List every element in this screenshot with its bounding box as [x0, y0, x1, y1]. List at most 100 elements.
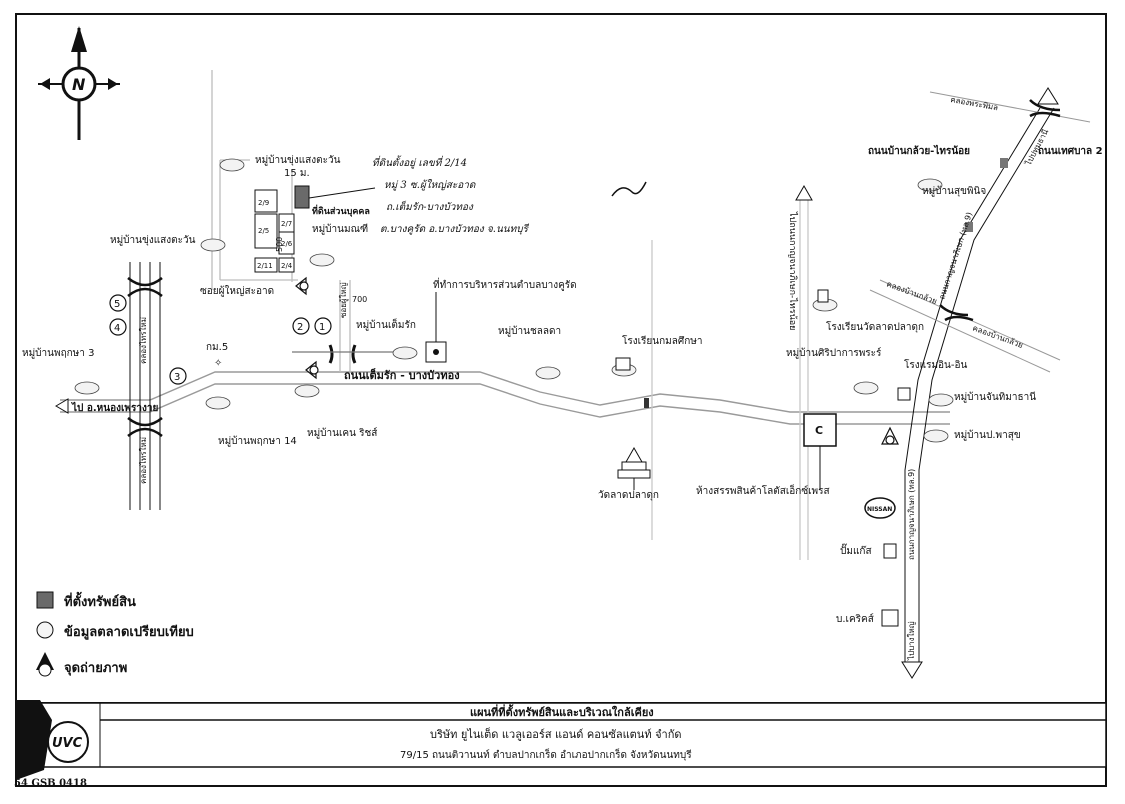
- marker-2: [292, 317, 310, 335]
- label-soi-vertical: ซอยผู้ใหญ่: [339, 282, 349, 318]
- plot-number: 2/4: [281, 262, 293, 270]
- marker-5: [109, 294, 127, 312]
- village-icon: [853, 381, 879, 395]
- company-name: บริษัท ยูไนเต็ด แวลูเออร์ส แอนด์ คอนซัลแ…: [430, 727, 682, 741]
- label-village: หมู่บ้านป.พาสุข: [954, 429, 1021, 441]
- handwriting-line: ถ.เต็มรัก-บางบัวทอง: [386, 200, 474, 213]
- label-company: บ.เคริคส์: [836, 613, 874, 625]
- marker-label: 1: [319, 322, 325, 333]
- handwriting-line: ที่ดินตั้งอยู่ เลขที่ 2/14: [372, 155, 467, 169]
- north-label: N: [72, 75, 86, 94]
- marker-label: 2: [297, 322, 303, 333]
- plot-number: 2/9: [258, 199, 269, 207]
- north-arrow-icon: N: [38, 26, 120, 140]
- label-distance: 700: [352, 295, 367, 304]
- building-icon: [965, 222, 973, 232]
- legend-label: ที่ตั้งทรัพย์สิน: [64, 591, 136, 610]
- label-village: หมู่บ้านศิริปาการพระร์: [786, 347, 882, 359]
- village-icon: [309, 253, 335, 267]
- map-title: แผนที่ที่ตั้งทรัพย์สินและบริเวณใกล้เคียง: [470, 704, 654, 719]
- hotel-icon: [897, 387, 911, 401]
- label-highway: ถนนกาญจนาภิเษก (ทล.9): [907, 469, 916, 560]
- label-village: หมู่บ้านขุ่งแสงตะวัน: [255, 154, 341, 166]
- signature-icon: [611, 181, 647, 197]
- label-village: หมู่บ้านพฤกษา 14: [218, 435, 297, 447]
- label-hotel: โรงแรมอิน-อิน: [904, 358, 967, 371]
- plot-number: 2/6: [281, 240, 293, 248]
- label-temple: วัดลาดปลาดุก: [598, 490, 659, 501]
- b-thaksin-icon: [881, 609, 899, 627]
- plot-number: 2/11: [257, 262, 273, 270]
- survey-markers: [109, 294, 332, 385]
- label-canal: คลองบ้านกล้วย: [885, 279, 938, 306]
- village-icon: [917, 178, 943, 192]
- label-village: หมู่บ้านเต็มรัก: [356, 317, 416, 331]
- label-distance: 500: [275, 237, 284, 252]
- village-icon: [294, 384, 320, 398]
- handwriting-line: หมู่ 3 ซ.ผู้ใหญ่สะอาด: [384, 179, 476, 191]
- village-icon: [200, 238, 226, 252]
- handwriting-line: ต.บางคูรัด อ.บางบัวทอง จ.นนทบุรี: [380, 223, 530, 235]
- legend-label: จุดถ่ายภาพ: [64, 661, 127, 676]
- property-location: [294, 185, 310, 209]
- bridge-symbol: [939, 304, 974, 322]
- company-logo-icon: UVC: [16, 700, 89, 780]
- marker-label: 3: [174, 372, 180, 383]
- marker-1: [314, 317, 332, 335]
- label-canal: คลองบ้านกล้วย: [971, 323, 1024, 350]
- label-gas: ปั๊มแก๊ส: [840, 543, 872, 557]
- village-icon: [928, 393, 954, 407]
- hypermarket-icon: [803, 413, 837, 447]
- marker-3: [169, 367, 187, 385]
- village-icon: [205, 396, 231, 410]
- label-village: หมู่บ้านชลลดา: [498, 325, 561, 337]
- marker-label: 4: [114, 323, 120, 334]
- bridge-symbol: [1029, 99, 1061, 118]
- label-village: หมู่บ้านพฤกษา 3: [22, 347, 94, 359]
- leader-line: [308, 187, 376, 199]
- label-canal: คลองพระพิมล: [950, 95, 999, 112]
- hypermarket-letter: C: [815, 424, 823, 437]
- label-road: ถนนบ้านกล้วย-ไทรน้อย: [868, 144, 970, 157]
- bridge-symbol: [328, 344, 357, 364]
- label-plot-size: 15 ม.: [284, 168, 310, 179]
- bridge-symbol: [127, 417, 163, 437]
- label-canal: คลองไทรใหม่: [139, 317, 148, 364]
- label-tambon-office: ที่ทำการบริหารส่วนตำบลบางคูรัด: [433, 277, 577, 291]
- marker-4: [109, 318, 127, 336]
- label-main-road: ถนนเต็มรัก - บางบัวทอง: [344, 368, 460, 382]
- lane-center: [651, 200, 809, 560]
- highway-kanchanaphisek: [904, 107, 1055, 665]
- main-road: [60, 371, 950, 425]
- label-road: ถนนเทศบาล 2: [1038, 146, 1103, 157]
- label-school: โรงเรียนวัดลาดปลาดุก: [826, 320, 924, 333]
- plot-number: 2/7: [281, 220, 292, 228]
- title-block: แผนที่ที่ตั้งทรัพย์สินและบริเวณใกล้เคียง…: [15, 700, 1107, 780]
- footer-code: 54 GSB 0418: [14, 778, 87, 789]
- arrow-up-icon: [795, 184, 813, 201]
- plot-grid: [254, 189, 295, 273]
- camera-point-icon: [295, 276, 899, 445]
- village-icon: [74, 381, 100, 395]
- label-hypermarket: ห้างสรรพสินค้าโลตัสเอ็กซ์เพรส: [696, 483, 830, 497]
- arrow-left-icon: [55, 398, 69, 414]
- svg-text:UVC: UVC: [52, 736, 83, 751]
- school-marker: [644, 398, 649, 408]
- map-frame: [15, 13, 1107, 787]
- label-village: หมู่บ้านมณฑี: [312, 223, 368, 235]
- village-icon: [219, 158, 245, 172]
- marker-label: 5: [114, 299, 120, 310]
- label-to-bangyai: ไปบางใหญ่: [907, 621, 916, 661]
- village-icon: [535, 366, 561, 380]
- handwritten-note: ที่ดินตั้งอยู่ เลขที่ 2/14 หมู่ 3 ซ.ผู้ใ…: [372, 155, 647, 235]
- arrow-down-icon: [901, 661, 923, 679]
- label-village: หมู่บ้านขุ่งแสงตะวัน: [110, 234, 196, 246]
- company-address: 79/15 ถนนติวานนท์ ตำบลปากเกร็ด อำเภอปากเ…: [400, 747, 692, 761]
- nissan-label: NISSAN: [867, 506, 892, 513]
- label-km: กม.5: [206, 342, 228, 353]
- school-icon: [615, 289, 829, 371]
- label-canal: คลองไทรใหม่: [139, 437, 148, 484]
- label-soi: ซอยผู้ใหญ่สะอาด: [200, 285, 274, 297]
- property-square-icon: [36, 591, 54, 609]
